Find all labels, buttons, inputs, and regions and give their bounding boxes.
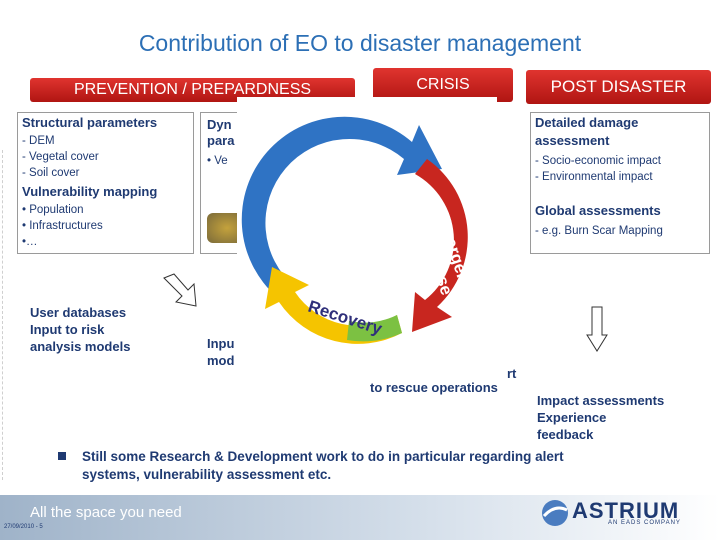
preparation-arc <box>241 116 442 297</box>
footer-band <box>0 495 720 540</box>
header-post-disaster: POST DISASTER <box>526 70 711 104</box>
structural-title: Structural parameters <box>22 115 158 130</box>
user-databases-label: Input to risk <box>30 322 105 337</box>
bullet-icon <box>58 452 66 460</box>
vulnerability-item: • Population <box>22 204 84 216</box>
footer-date-page: 27/09/2010 - 5 <box>4 524 43 530</box>
arrow-down-right-icon <box>163 273 197 307</box>
structural-parameters-box: Structural parameters - DEM - Vegetal co… <box>17 112 194 254</box>
note-text: Still some Research & Development work t… <box>82 449 564 464</box>
recovery-arc <box>265 267 402 344</box>
structural-item: - DEM <box>22 135 55 147</box>
header-crisis: CRISIS <box>373 68 513 102</box>
arrow-down-icon <box>586 306 608 352</box>
vulnerability-item: •… <box>22 236 38 248</box>
impact-label: Experience <box>537 410 607 425</box>
emergency-arc <box>412 159 468 332</box>
footer-tagline: All the space you need <box>30 504 182 521</box>
global-item: - e.g. Burn Scar Mapping <box>535 225 663 237</box>
structural-item: - Vegetal cover <box>22 151 99 163</box>
rescue-label: rt <box>507 366 517 381</box>
astrium-logo-sub: AN EADS COMPANY <box>608 520 681 526</box>
rescue-label: to rescue operations <box>370 380 498 395</box>
structural-item: - Soil cover <box>22 167 80 179</box>
dynamic-title: para <box>207 133 235 148</box>
recovery-arc-green <box>347 315 402 342</box>
astrium-logo-icon <box>542 500 568 526</box>
slide-title: Contribution of EO to disaster managemen… <box>138 30 582 56</box>
header-prevention: PREVENTION / PREPARDNESS <box>30 78 355 102</box>
post-disaster-box: Detailed damage assessment - Socio-econo… <box>530 112 710 254</box>
damage-item: - Socio-economic impact <box>535 155 661 167</box>
input-models-label: Inpu <box>207 336 235 351</box>
vulnerability-title: Vulnerability mapping <box>22 184 158 199</box>
global-title: Global assessments <box>535 203 661 218</box>
disaster-cycle-diagram: Preparation/ Prevention Emergency Respon… <box>237 97 497 375</box>
input-models-label: mod <box>207 353 235 368</box>
dynamic-title: Dyn <box>207 117 232 132</box>
damage-title: assessment <box>535 133 610 148</box>
astrium-logo: ASTRIUM <box>572 498 680 523</box>
damage-title: Detailed damage <box>535 115 639 130</box>
vulnerability-item: • Infrastructures <box>22 220 103 232</box>
user-databases-label: analysis models <box>30 339 131 354</box>
dynamic-item: • Ve <box>207 155 228 167</box>
user-databases-label: User databases <box>30 305 127 320</box>
note-text: systems, vulnerability assessment etc. <box>82 467 332 482</box>
side-legal-text <box>2 150 13 480</box>
impact-label: feedback <box>537 427 594 442</box>
damage-item: - Environmental impact <box>535 171 653 183</box>
impact-label: Impact assessments <box>537 393 665 408</box>
